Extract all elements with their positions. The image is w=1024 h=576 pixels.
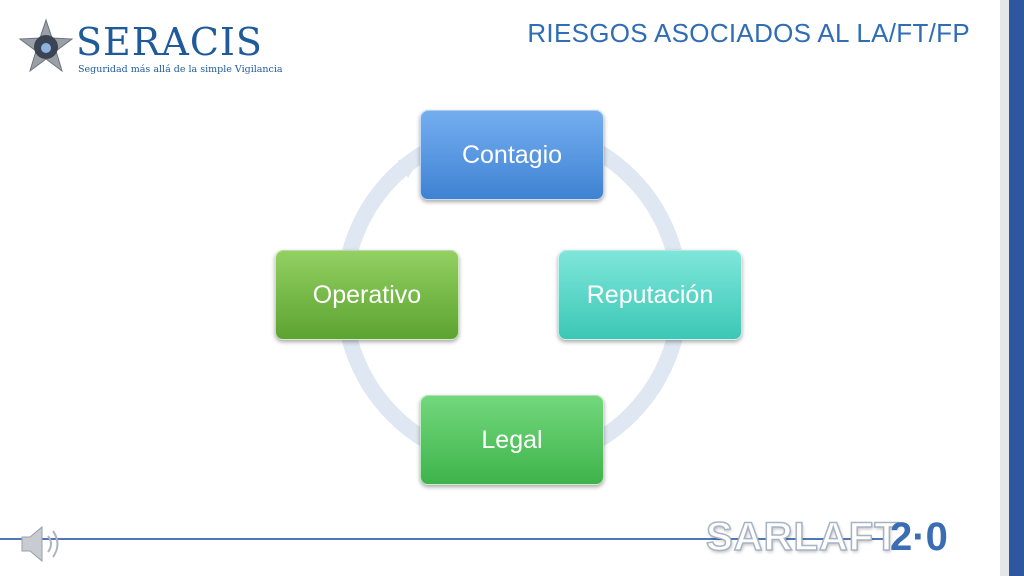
footer-brand: SARLAFT [705, 514, 900, 560]
side-accent-bar [1009, 0, 1024, 576]
side-strip [1000, 0, 1009, 576]
footer-version: 2·0 [890, 515, 948, 559]
speaker-icon[interactable] [18, 522, 68, 566]
cycle-item-legal: Legal [420, 395, 604, 485]
cycle-item-operativo: Operativo [275, 250, 459, 340]
logo-name: SERACIS [76, 20, 263, 64]
seracis-logo: SERACIS Seguridad más allá de la simple … [18, 16, 283, 78]
star-badge-icon [18, 18, 74, 73]
footer-divider [0, 538, 890, 540]
logo-tagline: Seguridad más allá de la simple Vigilanc… [78, 64, 283, 75]
cycle-item-reputacion: Reputación [558, 250, 742, 340]
slide-title: RIESGOS ASOCIADOS AL LA/FT/FP [527, 18, 970, 48]
cycle-item-contagio: Contagio [420, 110, 604, 200]
